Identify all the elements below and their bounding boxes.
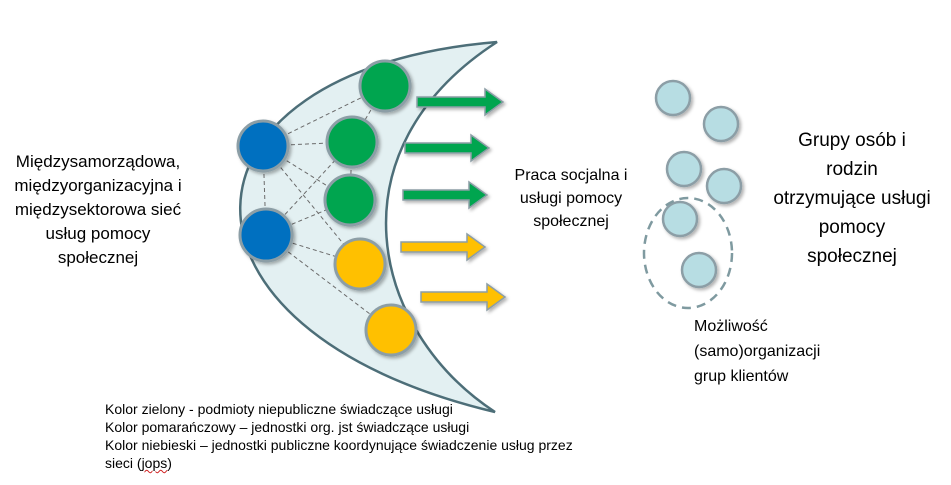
client-groups-label-line: społecznej [807,246,897,267]
client-groups-label-line: rodzin [826,159,878,180]
node-green [323,173,377,227]
social-work-label-line: społecznej [533,213,609,230]
node-orange [333,237,387,291]
legend-text: jops [141,455,168,471]
self-organization-label: Możliwość (samo)organizacji grup klientó… [694,314,854,389]
node-blue [236,119,290,173]
network-label: Międzysamorządowa, międzyorganizacyjna i… [0,150,196,270]
arrow-green [416,87,505,117]
network-label-line: międzysektorowa sieć [14,200,182,219]
legend-blue: Kolor niebieski – jednostki publiczne ko… [105,437,573,453]
client-groups [654,79,743,289]
client-circle [702,105,740,143]
network-link [265,234,392,331]
node-green [325,115,379,169]
legend-text: sieci ( [105,455,142,471]
client-groups-label-line: otrzymujące usługi [773,188,931,209]
legend-blue-continued: sieci (jops) [105,454,685,472]
network-label-line: Międzysamorządowa, [15,152,181,171]
arrow-green [404,133,491,163]
client-circle [665,150,703,188]
legend-text: jst [338,419,353,435]
self-organization-label-line: grup klientów [694,368,789,385]
social-work-label-line: usługi pomocy [519,190,623,207]
node-green [358,59,412,113]
legend-text: świadczące usługi [352,419,470,435]
self-organization-label-line: (samo)organizacji [694,343,821,360]
network-label-line: usług pomocy [45,224,151,243]
legend-green: Kolor zielony - podmioty niepubliczne św… [105,401,453,417]
legend-text: ) [167,455,172,471]
network-label-line: międzyorganizacyjna i [14,176,182,195]
self-organization-ellipse [642,196,734,310]
client-circle [680,251,718,289]
arrow-orange [420,282,507,312]
network-nodes [236,59,418,357]
service-arrows [400,87,507,312]
client-groups-label-line: Grupy osób i [798,130,906,151]
client-groups-label: Grupy osób i rodzin otrzymujące usługi p… [752,126,951,271]
arrow-orange [400,232,487,262]
network-crescent [239,40,498,414]
client-groups-label-line: pomocy [818,217,886,238]
client-circle [654,79,692,117]
social-work-label-line: Praca socjalna i [514,167,628,184]
node-orange [364,303,418,357]
network-label-line: społecznej [57,248,139,267]
social-work-label: Praca socjalna i usługi pomocy społeczne… [496,164,646,233]
node-blue [238,207,294,263]
legend-orange: Kolor pomarańczowy – jednostki org. jst … [105,418,685,436]
arrow-green [402,180,489,210]
color-legend: Kolor zielony - podmioty niepubliczne św… [105,400,685,472]
legend-text: Kolor pomarańczowy – jednostki org. [105,419,339,435]
client-circle [661,200,699,238]
self-organization-label-line: Możliwość [694,318,768,335]
client-circle [705,167,743,205]
